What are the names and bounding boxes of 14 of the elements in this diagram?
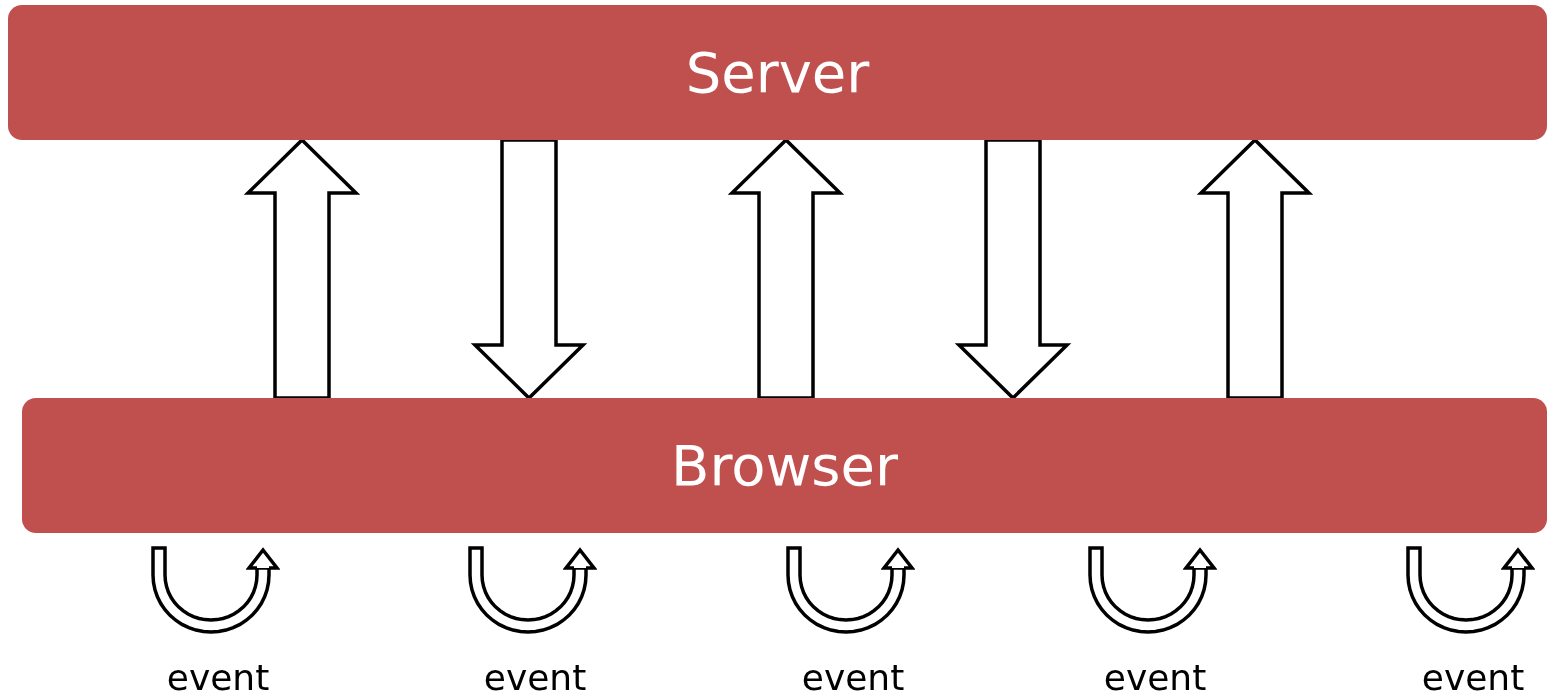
process-box bbox=[8, 5, 1547, 140]
block-arrow bbox=[727, 137, 845, 400]
event-label: event bbox=[166, 660, 270, 696]
event-label: event bbox=[801, 660, 905, 696]
event-label: event bbox=[1103, 660, 1207, 696]
node-label: Server bbox=[685, 40, 870, 105]
block-arrow bbox=[1196, 137, 1314, 400]
process-box bbox=[22, 398, 1547, 533]
block-arrow bbox=[470, 138, 588, 401]
event-label: event bbox=[483, 660, 587, 696]
node-label: Browser bbox=[671, 433, 898, 498]
event-label: event bbox=[1421, 660, 1525, 696]
block-arrow bbox=[243, 137, 361, 400]
block-arrow bbox=[954, 138, 1072, 401]
